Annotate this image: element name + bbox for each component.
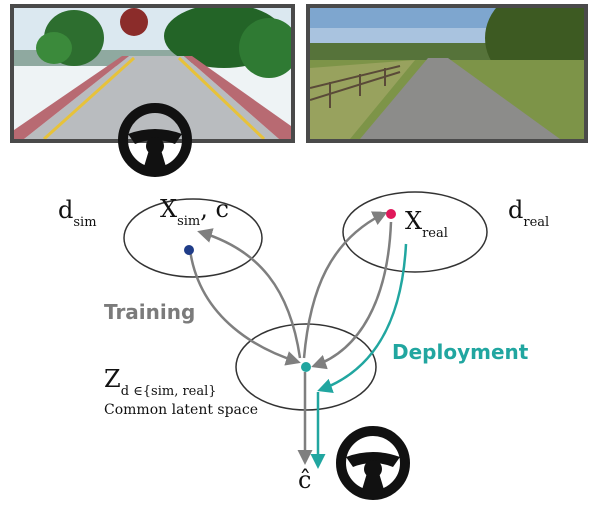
sim-domain-ellipse (123, 198, 263, 278)
real-sample-dot (386, 209, 396, 219)
real-encode-arrow (311, 221, 393, 370)
sim-sample-dot (184, 245, 194, 255)
steering-wheel-icon (336, 426, 410, 500)
sim-encode-arrow (188, 249, 301, 366)
sim-decode-arrow (197, 228, 302, 359)
latent-sample-dot (301, 362, 311, 372)
real-road-illustration (310, 8, 584, 139)
sim-sample-label: Xsim, c (160, 195, 229, 229)
sim-domain-label: dsim (58, 196, 97, 230)
predicted-control-label: ĉ (298, 466, 312, 494)
simulated-road-image (10, 4, 295, 143)
real-domain-ellipse (342, 191, 488, 273)
latent-variable-label: Zd ∈{sim, real} (104, 365, 217, 399)
real-decode-arrow (302, 211, 388, 359)
steering-wheel-icon (118, 103, 192, 177)
deployment-encode-arrow (317, 243, 408, 393)
deployment-label: Deployment (392, 340, 529, 364)
latent-space-caption: Common latent space (104, 402, 259, 418)
training-label: Training (104, 300, 196, 324)
simulated-road-illustration (14, 8, 291, 139)
real-domain-label: dreal (508, 196, 550, 230)
real-sample-label: Xreal (405, 207, 448, 241)
real-road-image (306, 4, 588, 143)
